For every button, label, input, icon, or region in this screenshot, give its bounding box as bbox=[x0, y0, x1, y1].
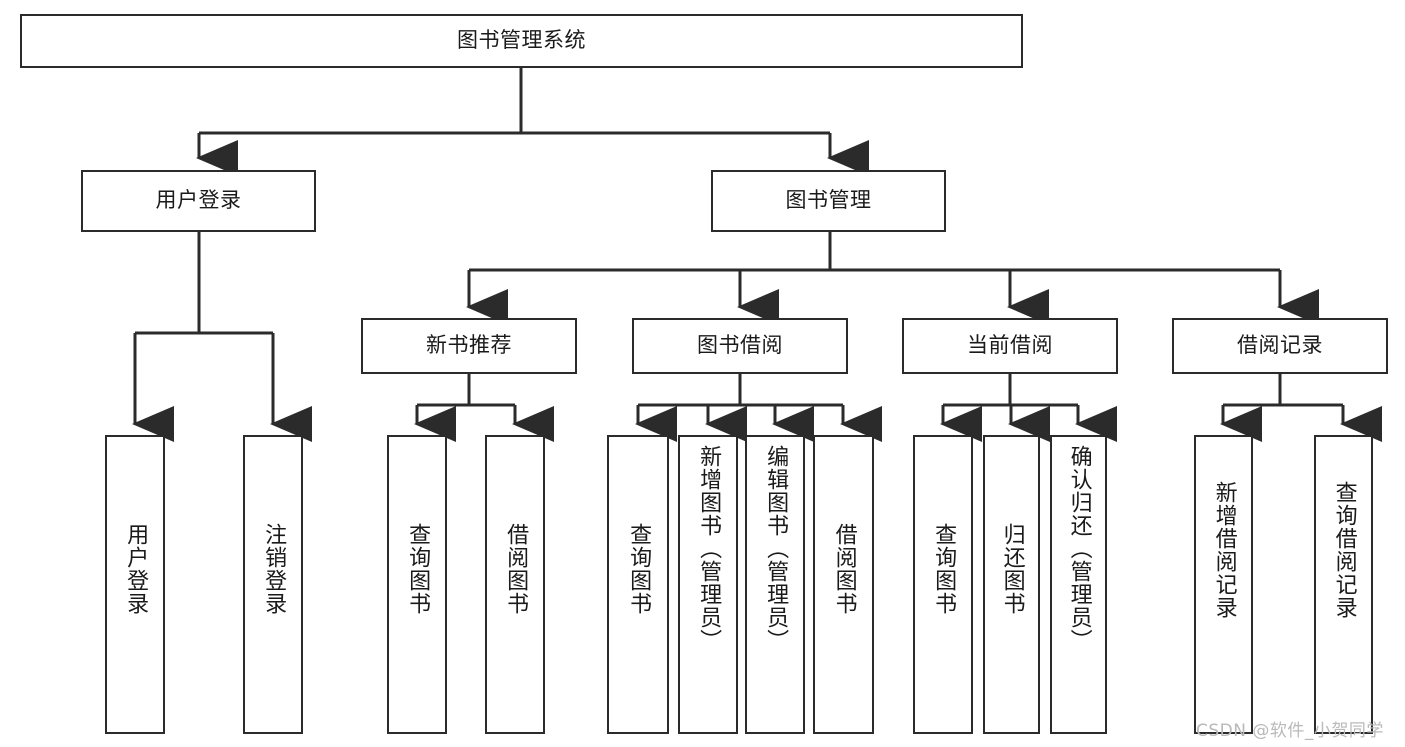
node-book-borrow-label: 图书借阅 bbox=[697, 333, 783, 358]
leaf-borrow-book[interactable]: 借阅图书 bbox=[813, 435, 874, 734]
node-current-borrow[interactable]: 当前借阅 bbox=[902, 318, 1118, 374]
node-book-management[interactable]: 图书管理 bbox=[711, 170, 946, 232]
node-new-book-recommend-label: 新书推荐 bbox=[426, 333, 512, 358]
leaf-add-borrow-record-label: 新增借阅记录 bbox=[1211, 481, 1237, 619]
node-new-book-recommend[interactable]: 新书推荐 bbox=[361, 318, 577, 374]
leaf-query-book-borrow-label: 查询图书 bbox=[626, 523, 652, 615]
leaf-add-book-admin[interactable]: 新增图书（管理员） bbox=[678, 435, 738, 734]
node-book-management-label: 图书管理 bbox=[785, 188, 872, 213]
csdn-watermark: CSDN @软件_小贺同学 bbox=[1196, 721, 1384, 741]
node-book-borrow[interactable]: 图书借阅 bbox=[632, 318, 848, 374]
leaf-return-book-label: 归还图书 bbox=[999, 523, 1025, 615]
leaf-user-login-label: 用户登录 bbox=[123, 523, 149, 615]
leaf-confirm-return-admin[interactable]: 确认归还（管理员） bbox=[1050, 435, 1107, 734]
leaf-logout-label: 注销登录 bbox=[261, 523, 287, 615]
node-borrow-records[interactable]: 借阅记录 bbox=[1172, 318, 1388, 374]
node-root[interactable]: 图书管理系统 bbox=[20, 14, 1023, 68]
leaf-edit-book-admin-label: 编辑图书（管理员） bbox=[763, 445, 789, 652]
leaf-add-book-admin-label: 新增图书（管理员） bbox=[696, 445, 722, 652]
node-root-label: 图书管理系统 bbox=[457, 28, 586, 53]
node-borrow-records-label: 借阅记录 bbox=[1237, 333, 1323, 358]
leaf-query-book-borrow[interactable]: 查询图书 bbox=[607, 435, 669, 734]
leaf-edit-book-admin[interactable]: 编辑图书（管理员） bbox=[745, 435, 805, 734]
leaf-query-book-newbook-label: 查询图书 bbox=[405, 523, 431, 615]
node-user-login-label: 用户登录 bbox=[155, 188, 242, 213]
leaf-user-login[interactable]: 用户登录 bbox=[105, 435, 165, 734]
leaf-query-book-newbook[interactable]: 查询图书 bbox=[387, 435, 447, 734]
leaf-confirm-return-admin-label: 确认归还（管理员） bbox=[1066, 445, 1092, 652]
node-user-login[interactable]: 用户登录 bbox=[81, 170, 316, 232]
leaf-borrow-book-label: 借阅图书 bbox=[831, 523, 857, 615]
leaf-logout[interactable]: 注销登录 bbox=[243, 435, 303, 734]
node-current-borrow-label: 当前借阅 bbox=[967, 333, 1053, 358]
leaf-add-borrow-record[interactable]: 新增借阅记录 bbox=[1194, 435, 1253, 734]
leaf-borrow-book-newbook[interactable]: 借阅图书 bbox=[485, 435, 545, 734]
leaf-query-borrow-record-label: 查询借阅记录 bbox=[1331, 481, 1357, 619]
leaf-return-book[interactable]: 归还图书 bbox=[983, 435, 1040, 734]
leaf-borrow-book-newbook-label: 借阅图书 bbox=[503, 523, 529, 615]
leaf-query-book-current[interactable]: 查询图书 bbox=[913, 435, 973, 734]
leaf-query-borrow-record[interactable]: 查询借阅记录 bbox=[1314, 435, 1373, 734]
leaf-query-book-current-label: 查询图书 bbox=[931, 523, 957, 615]
